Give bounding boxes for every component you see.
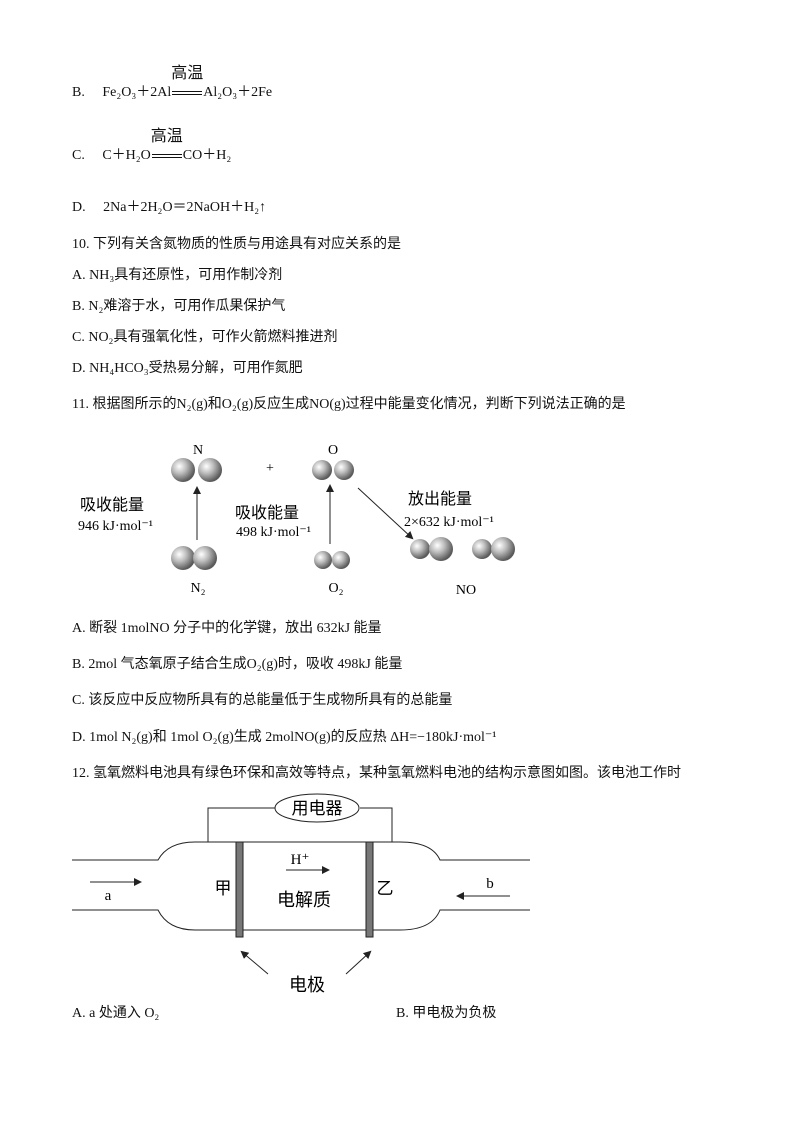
q10-option-d: D. NH₄HCO₃受热易分解，可用作氮肥 [72, 361, 303, 376]
q11-option-b: B. 2mol 气态氧原子结合生成O₂(g)时，吸收 498kJ 能量 [72, 657, 403, 672]
electrode-left [235, 841, 244, 938]
release-energy-value: 2×632 kJ·mol⁻¹ [404, 515, 494, 530]
n2-molecule-ball [193, 546, 217, 570]
release-energy-title: 放出能量 [408, 490, 472, 508]
n-atom-ball [171, 458, 195, 482]
option-label: C. [72, 148, 85, 163]
o-atom-ball [334, 460, 354, 480]
absorb-energy-title: 吸收能量 [235, 504, 299, 522]
q9-option-c: C. C＋H₂O 高温 CO＋H₂ [72, 128, 232, 165]
electrode-pointer-right [345, 950, 372, 975]
q12-stem: 12. 氢氧燃料电池具有绿色环保和高效等特点，某种氢氧燃料电池的结构示意图如图。… [72, 766, 681, 781]
q9-option-d: D. 2Na＋2H₂O＝2NaOH＋H₂↑ [72, 199, 266, 217]
left-electrode-label: 甲 [215, 879, 232, 898]
energy-diagram: N + O 吸收能量 946 kJ·mol⁻¹ N₂ 吸收能量 498 kJ·m… [78, 443, 515, 598]
q12-option-b: B. 甲电极为负极 [396, 1006, 497, 1021]
o-atom-ball [312, 460, 332, 480]
q9-option-b: B. Fe₂O₃＋2Al 高温 Al₂O₃＋2Fe [72, 65, 273, 102]
n2-molecule-ball [171, 546, 195, 570]
fuel-cell-diagram: 用电器 a b 甲 乙 H⁺ 电解质 电极 [72, 793, 530, 995]
q12-option-a: A. a 处通入 O₂ [72, 1006, 160, 1021]
electrolyte-label: 电解质 [277, 890, 331, 910]
no-molecule-ball [429, 537, 453, 561]
q11-option-c: C. 该反应中反应物所具有的总能量低于生成物所具有的总能量 [72, 693, 453, 708]
n-atom-ball [198, 458, 222, 482]
equation-lhs: Fe₂O₃＋2Al [102, 85, 172, 100]
no-molecule-ball [472, 539, 492, 559]
option-label: B. [72, 85, 85, 100]
q10-option-a: A. NH₃具有还原性，可用作制冷剂 [72, 268, 283, 283]
plus-sign: + [266, 461, 274, 476]
absorb-energy-title: 吸收能量 [80, 496, 144, 514]
condition-text: 高温 [171, 65, 204, 82]
o2-label: O₂ [329, 581, 344, 596]
electrode-label: 电极 [289, 975, 325, 995]
no-label: NO [456, 583, 476, 598]
double-line [172, 90, 203, 95]
q10-stem: 10. 下列有关含氮物质的性质与用途具有对应关系的是 [72, 237, 401, 252]
absorb-energy-value: 946 kJ·mol⁻¹ [78, 519, 153, 534]
o2-molecule-ball [332, 551, 350, 569]
cell-vessel [72, 841, 530, 931]
no-molecule-ball [410, 539, 430, 559]
option-label: D. [72, 200, 86, 215]
bond-form-arrow [357, 487, 414, 540]
equation-rhs: CO＋H₂ [182, 148, 232, 163]
n-atom-label: N [193, 443, 203, 458]
condition-text: 高温 [150, 128, 183, 145]
q10-option-c: C. NO₂具有强氧化性，可作火箭燃料推进剂 [72, 330, 338, 345]
inlet-a-label: a [105, 888, 112, 904]
q10-option-b: B. N₂难溶于水，可用作瓜果保护气 [72, 299, 286, 314]
n2-label: N₂ [191, 581, 206, 596]
equation-rhs: Al₂O₃＋2Fe [203, 85, 273, 100]
o-atom-label: O [328, 443, 338, 458]
reaction-condition: 高温 [151, 128, 183, 165]
equation: 2Na＋2H₂O＝2NaOH＋H₂↑ [103, 200, 267, 215]
load-label: 用电器 [292, 799, 343, 818]
q11-option-d: D. 1mol N₂(g)和 1mol O₂(g)生成 2molNO(g)的反应… [72, 730, 497, 745]
ion-label: H⁺ [291, 852, 310, 868]
no-molecule-ball [491, 537, 515, 561]
equation-lhs: C＋H₂O [102, 148, 151, 163]
external-wire [360, 807, 393, 842]
load-ellipse [274, 793, 360, 823]
electrode-right [365, 841, 374, 938]
absorb-energy-value: 498 kJ·mol⁻¹ [236, 525, 311, 540]
q11-option-a: A. 断裂 1molNO 分子中的化学键，放出 632kJ 能量 [72, 621, 382, 636]
o2-molecule-ball [314, 551, 332, 569]
electrode-pointer-left [240, 950, 269, 975]
double-line [151, 153, 182, 158]
right-electrode-label: 乙 [377, 879, 394, 898]
q11-stem: 11. 根据图所示的N₂(g)和O₂(g)反应生成NO(g)过程中能量变化情况，… [72, 397, 626, 412]
external-wire [207, 807, 275, 842]
inlet-b-label: b [486, 876, 494, 892]
reaction-condition: 高温 [171, 65, 203, 102]
